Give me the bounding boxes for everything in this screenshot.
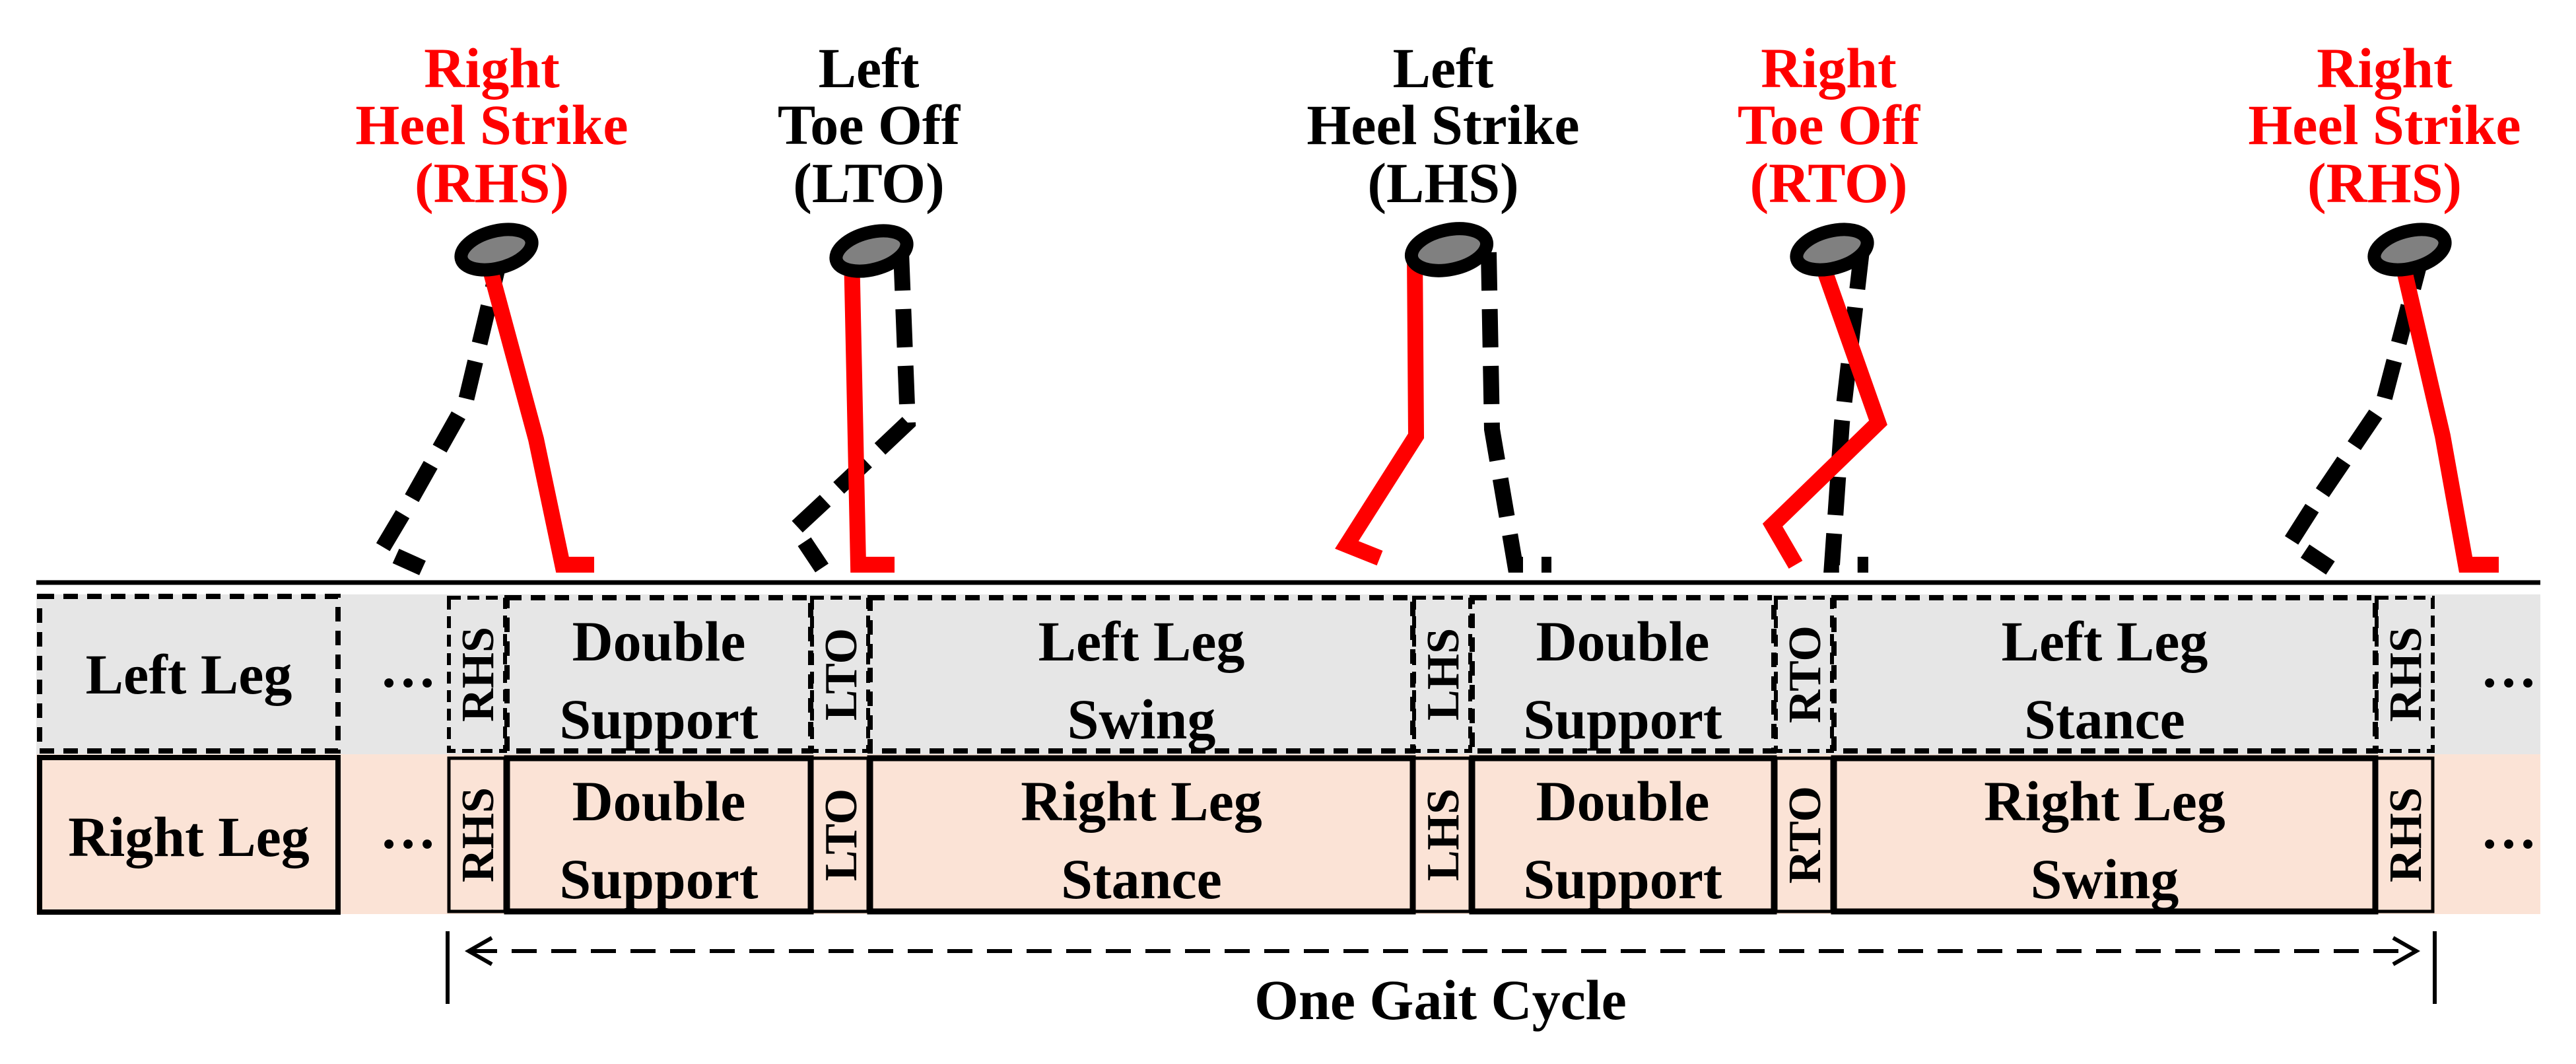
right-leg-row-bg — [36, 754, 2540, 914]
left-phase-3-line-2: Support — [1523, 688, 1722, 751]
event-5-line-1: Right — [2317, 36, 2453, 100]
figure-rto — [1762, 223, 1887, 573]
right-row-trail: … — [2480, 797, 2537, 861]
left-phase-1-line-1: Double — [572, 610, 746, 673]
right-phase-3-line-1: Double — [1536, 769, 1710, 833]
left-marker-rto: RTO — [1780, 625, 1831, 723]
hip-icon — [829, 224, 914, 278]
right-row-ellipsis: … — [380, 797, 436, 861]
right-phase-swing-box — [1831, 755, 2379, 915]
left-phase-4-line-1: Left Leg — [2002, 610, 2208, 673]
right-phase-4-line-2: Swing — [2031, 847, 2179, 911]
left-leg-row-bg — [36, 594, 2540, 754]
event-label-rhs-1: Right Heel Strike (RHS) — [355, 36, 628, 215]
left-phase-2-line-1: Left Leg — [1038, 610, 1245, 673]
event-2-line-2: Toe Off — [778, 93, 961, 157]
right-phase-4-line-1: Right Leg — [1984, 769, 2225, 833]
right-phase-2-line-2: Stance — [1061, 847, 1222, 911]
event-4-line-3: (RTO) — [1749, 151, 1907, 215]
right-phase-1-line-2: Support — [559, 847, 758, 911]
right-leg-solid — [1335, 252, 1425, 566]
event-label-rto: Right Toe Off (RTO) — [1738, 36, 1921, 215]
event-4-line-1: Right — [1761, 36, 1897, 100]
right-marker-lhs: LHS — [1418, 789, 1469, 881]
event-label-lto: Left Toe Off (LTO) — [778, 36, 961, 215]
right-leg-header-box — [37, 755, 341, 915]
event-3-line-1: Left — [1393, 36, 1494, 100]
cycle-label: One Gait Cycle — [1254, 968, 1627, 1032]
right-leg-header-label: Right Leg — [68, 805, 310, 869]
left-marker-rhs-2: RHS — [2381, 627, 2431, 722]
figure-lto — [785, 224, 916, 573]
right-phase-double-support-2-box — [1469, 755, 1777, 915]
cycle-arrow-left-head — [464, 936, 493, 966]
right-leg-solid — [844, 252, 895, 573]
left-marker-rhs-1: RHS — [453, 627, 504, 722]
event-4-line-2: Toe Off — [1738, 93, 1921, 157]
cycle-arrow-right-head — [2392, 936, 2421, 966]
event-label-rhs-2: Right Heel Strike (RHS) — [2248, 36, 2521, 215]
event-1-line-2: Heel Strike — [355, 93, 628, 157]
left-leg-dashed — [1481, 252, 1551, 573]
event-2-line-1: Left — [819, 36, 920, 100]
figure-rhs-1 — [370, 223, 594, 575]
left-phase-3-line-1: Double — [1536, 610, 1710, 673]
left-leg-dashed — [785, 252, 916, 573]
left-marker-lhs: LHS — [1418, 628, 1469, 721]
left-phase-4-line-2: Stance — [2024, 688, 2185, 751]
right-marker-lto: LTO — [816, 789, 867, 881]
right-marker-rhs-1: RHS — [453, 787, 504, 882]
right-phase-3-line-2: Support — [1523, 847, 1722, 911]
right-leg-solid — [477, 248, 594, 573]
hip-icon — [1404, 222, 1494, 277]
left-row-trail: … — [2480, 636, 2537, 699]
event-3-line-3: (LHS) — [1367, 151, 1518, 215]
right-marker-rhs-2: RHS — [2381, 787, 2431, 882]
event-label-lhs: Left Heel Strike (LHS) — [1306, 36, 1579, 215]
left-leg-header-box — [37, 594, 341, 754]
left-row-ellipsis: … — [380, 636, 436, 699]
hip-icon — [454, 223, 539, 277]
left-phase-1-line-2: Support — [559, 688, 758, 751]
left-marker-lto: LTO — [816, 628, 867, 721]
hip-icon — [1790, 223, 1874, 277]
right-phase-1-line-1: Double — [572, 769, 746, 833]
event-5-line-3: (RHS) — [2307, 151, 2462, 215]
right-leg-solid — [2392, 249, 2499, 573]
figure-rhs-2 — [2280, 223, 2499, 575]
left-leg-dashed — [370, 249, 510, 575]
event-1-line-3: (RHS) — [415, 151, 569, 215]
right-phase-double-support-1-box — [504, 755, 814, 915]
right-phase-stance-box — [867, 755, 1416, 915]
left-phase-double-support-2-box — [1470, 595, 1777, 754]
figure-lhs — [1335, 222, 1551, 573]
event-2-line-3: (LTO) — [793, 151, 944, 215]
left-phase-stance-box — [1831, 595, 2378, 754]
event-3-line-2: Heel Strike — [1306, 93, 1579, 157]
right-phase-2-line-1: Right Leg — [1021, 769, 1262, 833]
event-5-line-2: Heel Strike — [2248, 93, 2521, 157]
right-marker-rto: RTO — [1780, 786, 1831, 884]
hip-icon — [2367, 223, 2452, 277]
left-phase-2-line-2: Swing — [1068, 688, 1216, 751]
right-leg-solid — [1762, 252, 1887, 569]
left-phase-swing-box — [867, 595, 1415, 754]
event-1-line-1: Right — [424, 36, 560, 100]
left-phase-double-support-1-box — [504, 595, 813, 754]
left-leg-header-label: Left Leg — [86, 643, 292, 706]
